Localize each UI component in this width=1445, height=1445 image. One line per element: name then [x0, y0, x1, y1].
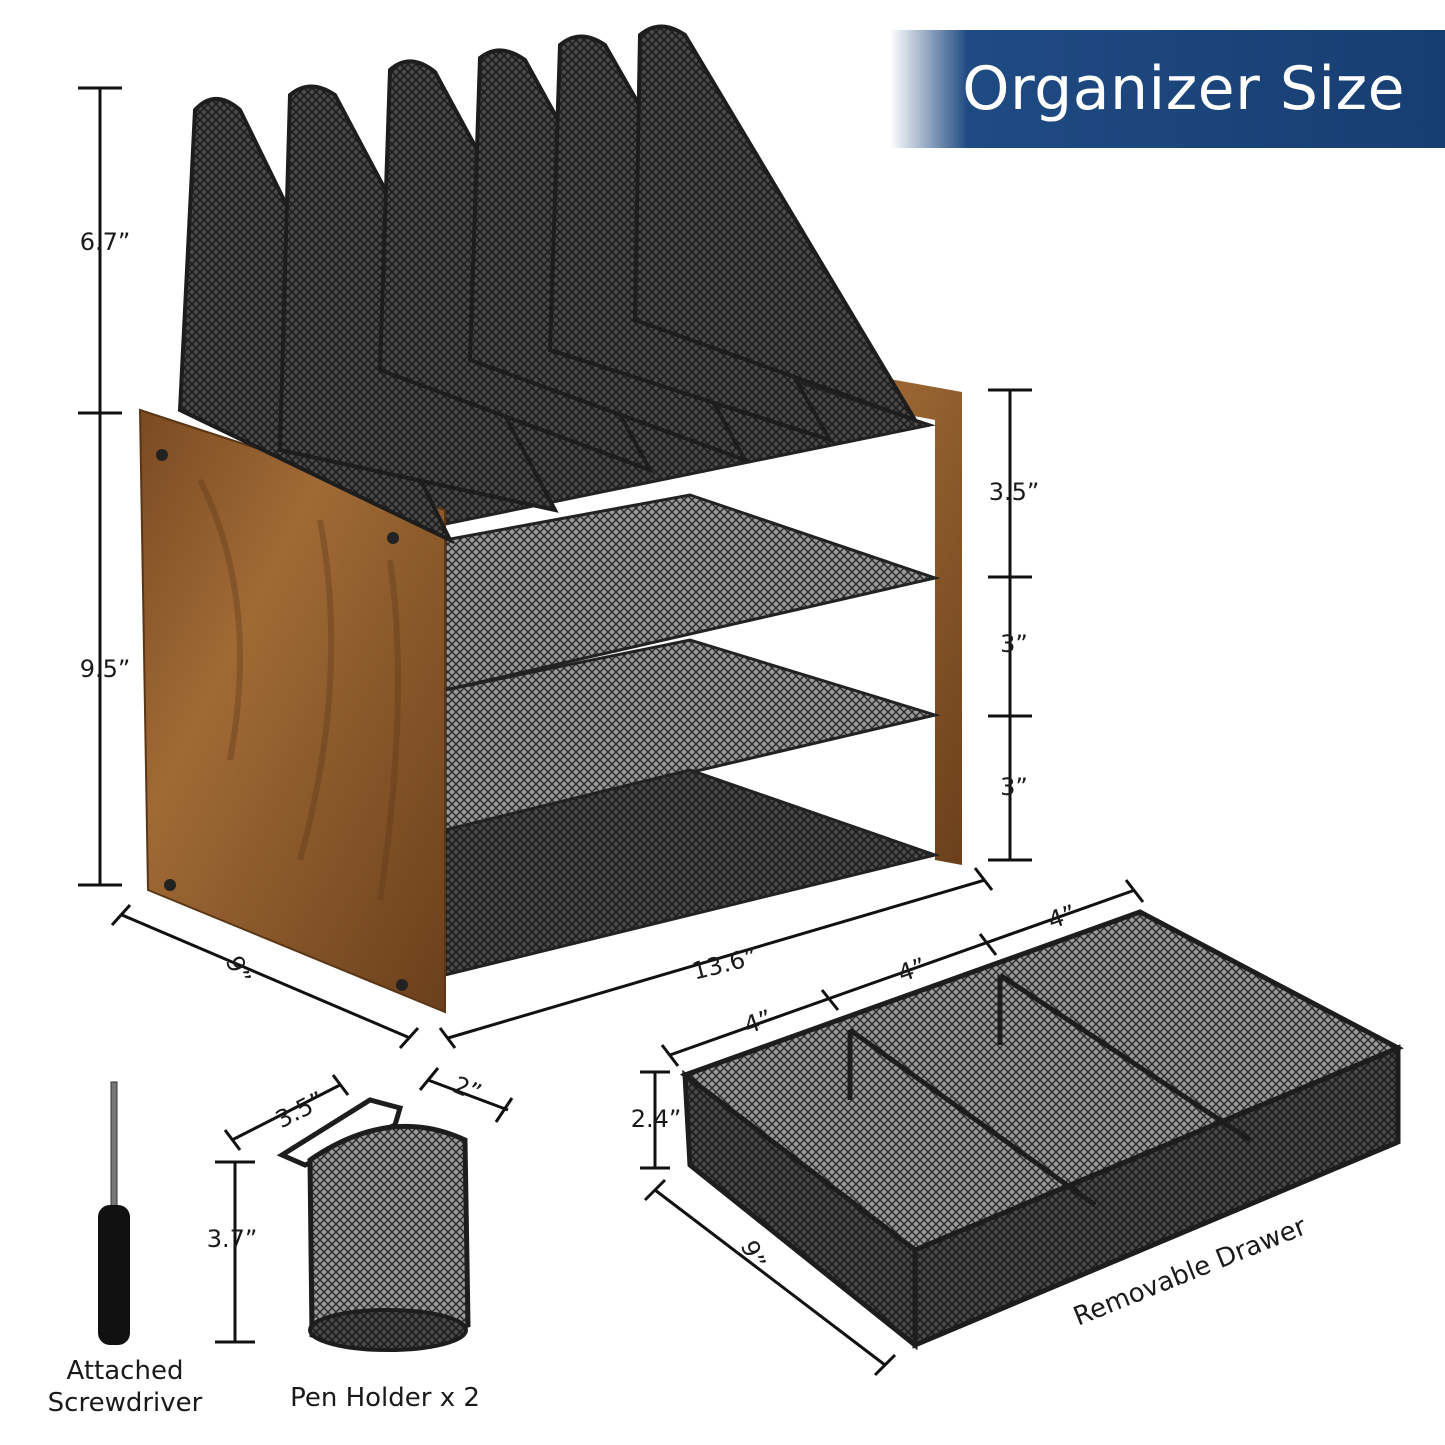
screwdriver-caption-line2: Screwdriver	[47, 1388, 203, 1418]
drawer-height-label: 2.4”	[631, 1105, 682, 1133]
desk-organizer	[138, 24, 962, 1014]
body-height-label: 9.5”	[80, 655, 131, 683]
width-label: 13.6”	[689, 942, 760, 985]
title-banner: Organizer Size	[890, 30, 1445, 148]
pen-holder-dimension-lines	[215, 1067, 514, 1344]
removable-drawer	[679, 909, 1404, 1351]
pen-holder-depth-label: 2”	[449, 1071, 485, 1107]
screwdriver-caption: Attached Screwdriver	[30, 1355, 220, 1419]
screwdriver-caption-line1: Attached	[66, 1356, 184, 1386]
file-sorters	[177, 24, 920, 545]
depth-label: 9”	[220, 952, 256, 988]
organizer-dimension-lines	[78, 86, 1032, 1050]
drawer-compartment-2-label: 4”	[894, 952, 929, 987]
pen-holder-caption: Pen Holder x 2	[290, 1383, 480, 1413]
banner-title: Organizer Size	[962, 54, 1405, 124]
sorter-height-label: 6.7”	[80, 228, 131, 256]
pen-holder	[276, 1097, 471, 1352]
drawer-compartment-1-label: 4”	[740, 1004, 775, 1039]
tier-middle-label: 3”	[1000, 630, 1028, 658]
drawer-compartment-3-label: 4”	[1044, 899, 1079, 934]
tier-bottom-label: 3”	[1000, 773, 1028, 801]
screwdriver-icon	[98, 1081, 130, 1345]
pen-holder-height-label: 3.7”	[207, 1225, 258, 1253]
tier-top-label: 3.5”	[989, 478, 1040, 506]
right-wood-panel	[700, 345, 962, 865]
drawer-depth-label: 9”	[735, 1237, 771, 1273]
pen-holder-width-label: 3.5”	[271, 1086, 329, 1134]
drawer-dimension-lines	[640, 879, 1145, 1377]
